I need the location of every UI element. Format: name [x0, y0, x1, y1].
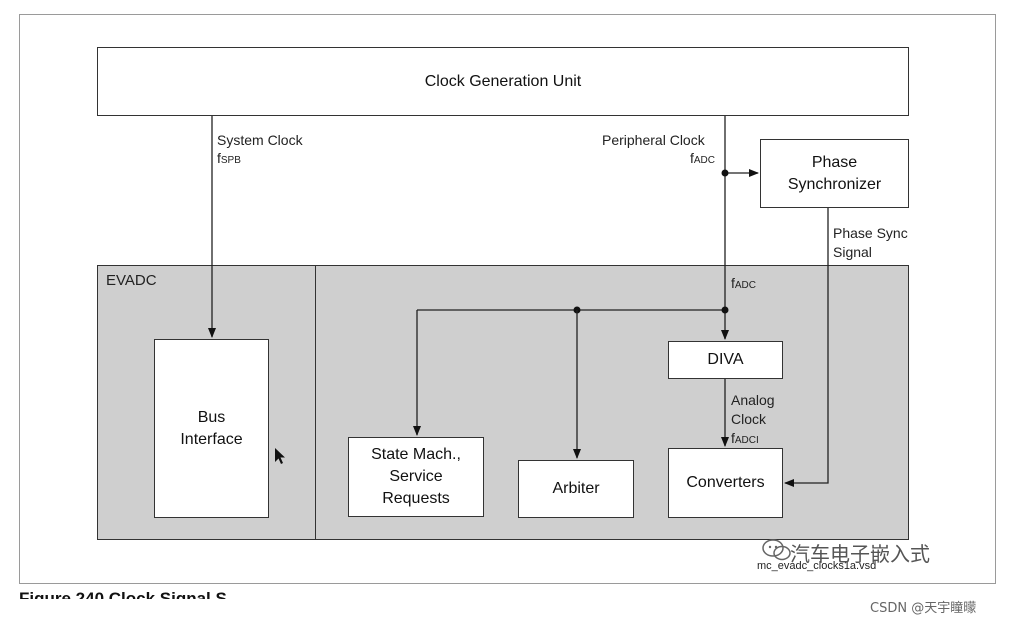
phase-synchronizer-label-line2: Synchronizer — [787, 175, 882, 193]
system-clock-label: System Clock — [217, 132, 303, 148]
bus-interface-label-line2: Interface — [180, 430, 243, 448]
state-machine-label-line2: Service — [389, 468, 443, 485]
analog-clock-symbol: fADCI — [731, 430, 759, 446]
arbiter-block: Arbiter — [518, 460, 634, 518]
arbiter-label: Arbiter — [552, 480, 600, 497]
watermark-text: 汽车电子嵌入式 — [790, 542, 930, 566]
clock-generation-unit-block: Clock Generation Unit — [97, 47, 909, 116]
state-machine-label-line1: State Mach., — [371, 446, 461, 463]
system-clock-symbol: fSPB — [217, 150, 241, 166]
converters-label: Converters — [686, 474, 765, 491]
peripheral-clock-label: Peripheral Clock — [602, 132, 705, 148]
phase-synchronizer-label-line1: Phase — [811, 153, 858, 171]
analog-clock-label-line1: Analog — [731, 392, 775, 408]
bus-interface-block: Bus Interface — [154, 339, 269, 518]
fadc-symbol: fADC — [731, 275, 757, 291]
state-machine-block: State Mach., Service Requests — [348, 437, 484, 517]
peripheral-clock-symbol: fADC — [690, 150, 716, 166]
phase-sync-signal-label-line2: Signal — [833, 244, 872, 260]
figure-caption: Figure 240 Clock Signal S — [19, 587, 289, 599]
diva-block: DIVA — [668, 341, 783, 379]
phase-sync-signal-label-line1: Phase Sync — [833, 225, 908, 241]
clock-generation-unit-label: Clock Generation Unit — [424, 72, 582, 90]
analog-clock-label-line2: Clock — [731, 411, 767, 427]
csdn-footer: CSDN @天宇瞳曚 — [870, 601, 977, 616]
figure-caption-text: Figure 240 Clock Signal S — [19, 589, 227, 599]
evadc-label: EVADC — [106, 272, 157, 289]
figure-filename: mc_evadc_clocks1a.vsd — [757, 560, 877, 572]
converters-block: Converters — [668, 448, 783, 518]
figure-frame — [19, 14, 996, 584]
diva-label: DIVA — [707, 351, 744, 368]
phase-synchronizer-block: Phase Synchronizer — [760, 139, 909, 208]
bus-interface-label-line1: Bus — [197, 408, 226, 426]
wechat-icon — [762, 539, 791, 561]
state-machine-label-line3: Requests — [382, 490, 450, 507]
